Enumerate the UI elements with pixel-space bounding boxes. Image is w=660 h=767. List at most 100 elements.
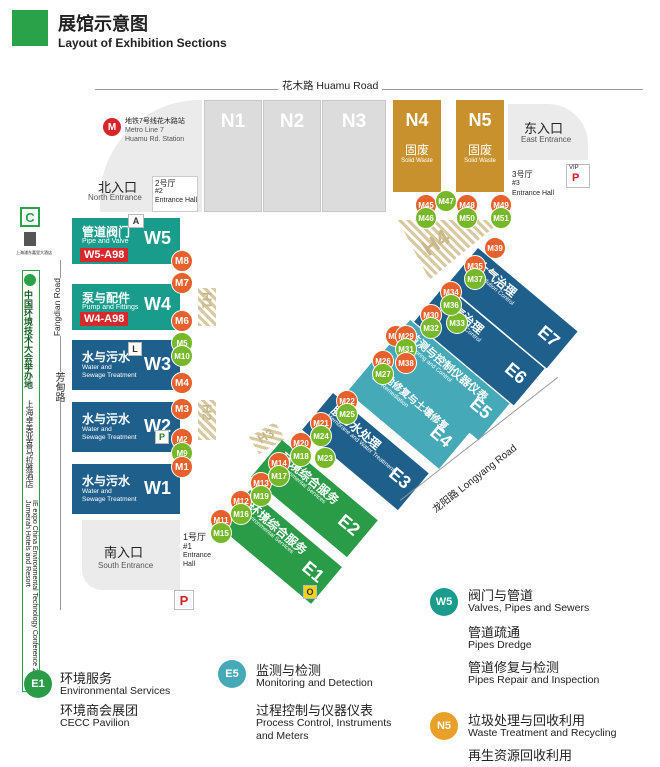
hall-m32[interactable]: M32 xyxy=(420,317,442,339)
hall2-cn: 2号厅 xyxy=(155,179,176,188)
w4-booth-tag[interactable]: W4-A98 xyxy=(80,312,129,326)
south-entrance-cn: 南入口 xyxy=(104,545,144,560)
marker-a: A xyxy=(128,214,144,228)
metro-station-cn: 地铁7号线花木路站 xyxy=(125,118,185,125)
metro-station-en: Huamu Rd. Station xyxy=(125,136,185,143)
hall-m17[interactable]: M17 xyxy=(268,465,290,487)
hall-m19[interactable]: M19 xyxy=(250,485,272,507)
hall-n3[interactable]: N3 xyxy=(322,100,386,212)
legend-e5-en1: Monitoring and Detection xyxy=(256,677,373,689)
metro-line-en: Metro Line 7 xyxy=(125,127,164,134)
marker-l: L xyxy=(128,342,142,356)
hotel-building-icon xyxy=(24,232,36,246)
hall-m8[interactable]: M8 xyxy=(171,250,193,272)
conference-logo-icon xyxy=(24,274,36,286)
page-title-cn: 展馆示意图 xyxy=(58,14,148,34)
hall-m3[interactable]: M3 xyxy=(171,398,193,420)
marker-p-w2: P xyxy=(155,430,169,444)
hall-n4[interactable]: N4 固废 Solid Waste xyxy=(393,100,441,192)
legend-w5-cn1: 阀门与管道 xyxy=(468,588,534,603)
hall1-num: #1 xyxy=(183,542,192,551)
hall-m38[interactable]: M38 xyxy=(395,352,417,374)
hall-h2[interactable]: H2 xyxy=(198,400,216,440)
legend-e5-en2b: and Meters xyxy=(256,730,309,742)
conference-en: IE expo China Environmental Technology C… xyxy=(24,500,38,684)
hall-w1[interactable]: 水与污水 Water and Sewage Treatment W1 xyxy=(72,464,180,514)
vip-parking-box xyxy=(566,164,590,188)
hall-h1[interactable]: H1 xyxy=(198,288,216,326)
legend-e5-cn1: 监测与检测 xyxy=(256,663,322,678)
huamu-road-label: 花木路 Huamu Road xyxy=(278,78,383,93)
legend-w5-en1: Valves, Pipes and Sewers xyxy=(468,602,590,614)
hall-m50[interactable]: M50 xyxy=(456,207,478,229)
south-entrance-area xyxy=(82,520,180,590)
north-entrance-en: North Entrance xyxy=(88,193,142,202)
legend-w5-cn2: 管道疏通 xyxy=(468,625,521,640)
legend-e5-dot: E5 xyxy=(218,660,246,688)
hall-m18[interactable]: M18 xyxy=(290,445,312,467)
entrance-hall-2 xyxy=(152,176,198,212)
east-entrance-area xyxy=(508,104,588,160)
legend-e1-dot: E1 xyxy=(24,670,52,698)
page-title-en: Layout of Exhibition Sections xyxy=(58,36,227,50)
hall1-en1: Entrance xyxy=(183,552,212,559)
legend-n5-cn1: 垃圾处理与回收利用 xyxy=(468,713,586,728)
hall-m6[interactable]: M6 xyxy=(171,310,193,332)
marker-o: O xyxy=(303,585,317,599)
legend-e1-en1: Environmental Services xyxy=(60,685,171,697)
legend-e1-en2: CECC Pavilion xyxy=(60,717,130,729)
hall-m24[interactable]: M24 xyxy=(310,425,332,447)
east-entrance-en: East Entrance xyxy=(521,135,572,144)
hall-m23[interactable]: M23 xyxy=(314,447,336,469)
hall-m36[interactable]: M36 xyxy=(440,294,462,316)
hall-m25[interactable]: M25 xyxy=(336,403,358,425)
hall-m39[interactable]: M39 xyxy=(484,237,506,259)
hall3-num: #3 xyxy=(512,180,520,187)
hall3-en: Entrance Hall xyxy=(512,190,555,197)
hall-w3[interactable]: 水与污水 Water and Sewage Treatment W3 xyxy=(72,340,180,390)
metro-logo-icon: M xyxy=(103,118,121,136)
hotel-short-cn: 上海卓美亚喜马拉雅酒店 xyxy=(25,400,34,488)
hall-m37[interactable]: M37 xyxy=(464,268,486,290)
legend-w5-cn3: 管道修复与检测 xyxy=(468,660,560,675)
hall-n1[interactable]: N1 xyxy=(204,100,262,212)
hall-m4[interactable]: M4 xyxy=(171,372,193,394)
conference-badge-icon: C xyxy=(20,207,40,227)
hall-m15[interactable]: M15 xyxy=(210,522,232,544)
legend-e5-en2a: Process Control, Instruments xyxy=(256,717,392,729)
legend-e5-cn2: 过程控制与仪器仪表 xyxy=(256,703,374,718)
hall-n5[interactable]: N5 固废 Solid Waste xyxy=(456,100,504,192)
hall3-cn: 3号厅 xyxy=(512,170,533,179)
north-entrance-cn: 北入口 xyxy=(98,180,138,195)
hall2-en: Entrance Hall xyxy=(155,197,198,204)
hall-m7[interactable]: M7 xyxy=(171,272,193,294)
legend-w5-en2: Pipes Dredge xyxy=(468,639,532,651)
brand-square xyxy=(12,10,48,46)
vip-label: VIP xyxy=(569,165,579,171)
hall-m16[interactable]: M16 xyxy=(230,503,252,525)
legend-w5-en3: Pipes Repair and Inspection xyxy=(468,674,600,686)
w5-booth-tag[interactable]: W5-A98 xyxy=(80,248,129,262)
hotel-name: 上海浦东嘉里大酒店 xyxy=(16,250,52,255)
east-entrance-cn: 东入口 xyxy=(524,121,564,136)
hall-m47[interactable]: M47 xyxy=(435,190,457,212)
legend-n5-cn2: 再生资源回收利用 xyxy=(468,748,573,763)
hall1-en2: Hall xyxy=(183,561,196,568)
legend-e1-cn1: 环境服务 xyxy=(60,671,113,686)
hall-n2[interactable]: N2 xyxy=(263,100,321,212)
conference-cn: 中国环境技术大会举办地 xyxy=(23,290,33,389)
south-entrance-en: South Entrance xyxy=(98,561,154,570)
hall-m51[interactable]: M51 xyxy=(490,207,512,229)
hall-m27[interactable]: M27 xyxy=(372,363,394,385)
legend-n5-en1: Waste Treatment and Recycling xyxy=(468,727,617,739)
hall-m46[interactable]: M46 xyxy=(415,207,437,229)
hall-m1[interactable]: M1 xyxy=(171,456,193,478)
legend-e1-cn2: 环境商会展团 xyxy=(60,703,139,718)
vip-parking-icon: P xyxy=(572,172,580,184)
fangdian-road-cn: 芳甸路 xyxy=(51,372,66,402)
legend-n5-dot: N5 xyxy=(430,712,458,740)
fangdian-road-line xyxy=(60,260,61,610)
parking-south-icon: P xyxy=(174,590,194,610)
hall-m10[interactable]: M10 xyxy=(171,345,193,367)
